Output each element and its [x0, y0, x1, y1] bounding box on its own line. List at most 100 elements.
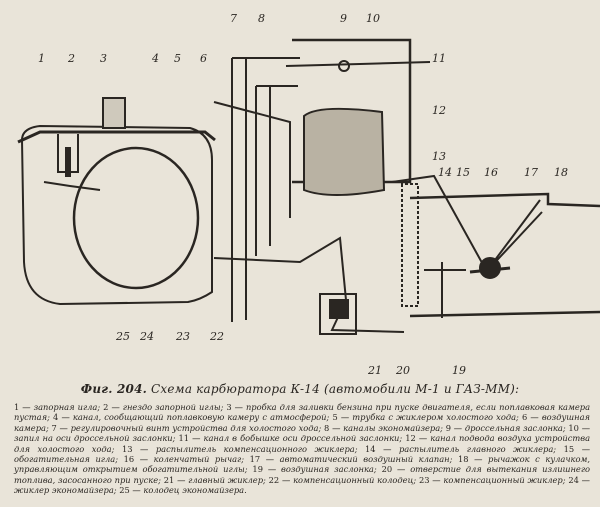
- legend-item-7: 7 — регулировочный винт устройства для х…: [51, 422, 322, 433]
- legend-number: 10: [568, 422, 579, 433]
- legend-number: 4: [53, 412, 59, 423]
- base-channel: [213, 236, 405, 333]
- legend-item-9: 9 — дроссельная заслонка;: [445, 422, 566, 433]
- callout-23: 23: [175, 330, 190, 343]
- legend-item-25: 25 — колодец экономайзера.: [119, 485, 247, 496]
- callout-13: 13: [432, 150, 446, 163]
- legend-item-13: 13 — распылитель компенсационного жиклер…: [121, 443, 358, 454]
- legend-text: распылитель главного жиклера;: [398, 443, 557, 454]
- callout-9: 9: [340, 12, 347, 25]
- air-flap: [469, 266, 511, 274]
- callout-10: 10: [366, 12, 380, 25]
- legend-number: 8: [324, 422, 330, 433]
- throttle-axis: [338, 60, 350, 72]
- legend-item-22: 22 — компенсационный колодец;: [268, 474, 417, 485]
- callout-8: 8: [258, 12, 265, 25]
- legend-item-2: 2 — гнездо запорной иглы;: [103, 402, 224, 412]
- legend-number: 14: [365, 443, 376, 454]
- idle-tube: [213, 101, 291, 218]
- legend-number: 18: [458, 454, 469, 465]
- legend-number: 15: [563, 443, 575, 454]
- legend-number: 16: [123, 454, 135, 465]
- legend-item-19: 19 — воздушная заслонка;: [252, 464, 377, 475]
- legend-item-16: 16 — коленчатый рычаг;: [123, 454, 245, 465]
- callout-19: 19: [452, 364, 466, 377]
- legend-text: канал в бобышке оси дроссельной заслонки…: [203, 433, 403, 444]
- legend-number: 20: [381, 464, 393, 475]
- legend-text: трубка с жиклером холостого хода;: [352, 412, 519, 423]
- figure-caption: Фиг. 204. Схема карбюратора К-14 (автомо…: [0, 382, 600, 396]
- callout-11: 11: [432, 52, 446, 65]
- legend-text: рычажок с кулачком, управляющим открытие…: [14, 454, 590, 475]
- main-jet: [329, 299, 349, 319]
- legend-item-3: 3 — пробка для заливки бензина при пуске…: [14, 402, 591, 423]
- legend-item-14: 14 — распылитель главного жиклера;: [365, 443, 557, 454]
- legend-number: 24: [568, 474, 579, 485]
- callout-12: 12: [432, 104, 446, 117]
- legend-number: 12: [405, 433, 416, 444]
- callout-5: 5: [174, 52, 181, 65]
- legend-text: воздушная камера;: [14, 412, 591, 433]
- legend-number: 3: [226, 402, 232, 412]
- legend-text: запорная игла;: [33, 402, 101, 412]
- legend-item-15: 15 — обогатительная игла;: [14, 443, 591, 465]
- lever-arm: [391, 174, 497, 272]
- air-valve-stem: [424, 262, 466, 318]
- callout-15: 15: [456, 166, 470, 179]
- legend-number: 6: [522, 412, 528, 423]
- idle-channel: [231, 57, 300, 322]
- legend-number: 19: [252, 464, 263, 475]
- legend-item-20: 20 — отверстие для вытекания излишнего т…: [14, 464, 591, 485]
- callout-18: 18: [554, 166, 568, 179]
- legend-text: канал подвода воздуха устройства для хол…: [14, 433, 591, 454]
- legend-number: 22: [268, 474, 280, 485]
- legend-number: 9: [445, 422, 452, 433]
- callout-25: 25: [115, 330, 130, 343]
- callout-6: 6: [200, 52, 207, 65]
- legend-text: компенсационный жиклер;: [443, 474, 566, 485]
- legend-number: 1: [14, 402, 20, 412]
- legend-item-17: 17 — автоматический воздушный клапан;: [249, 454, 453, 465]
- legend-item-10: 10 — запил на оси дроссельной заслонки;: [14, 422, 591, 444]
- callout-22: 22: [209, 330, 224, 343]
- legend-text: воздушная заслонка;: [281, 464, 377, 475]
- air-intake: [409, 192, 600, 318]
- legend-text: дроссельная заслонка;: [464, 422, 566, 433]
- economizer-channels: [255, 85, 298, 256]
- compensating-well: [319, 293, 357, 335]
- legend-number: 11: [178, 433, 190, 444]
- legend-text: гнездо запорной иглы;: [122, 402, 224, 412]
- float-chamber-body: [20, 124, 213, 306]
- legend-text: канал, сообщающий поплавковую камеру с а…: [72, 412, 330, 423]
- legend-item-12: 12 — канал подвода воздуха устройства дл…: [14, 433, 591, 454]
- legend-text: регулировочный винт устройства для холос…: [70, 422, 322, 433]
- legend-number: 25: [119, 485, 130, 496]
- legend-text: главный жиклер;: [188, 474, 266, 485]
- legend-item-8: 8 — каналы экономайзера;: [324, 422, 443, 433]
- legend-text: жиклер экономайзера;: [14, 485, 117, 496]
- legend-text: каналы экономайзера;: [343, 422, 443, 433]
- figure-title: Схема карбюратора К-14 (автомобили М-1 и…: [151, 382, 520, 396]
- callout-17: 17: [524, 166, 538, 179]
- legend-number: 23: [418, 474, 430, 485]
- legend-item-11: 11 — канал в бобышке оси дроссельной зас…: [178, 433, 403, 444]
- callout-24: 24: [139, 330, 154, 343]
- diffuser: [303, 107, 386, 196]
- legend-item-18: 18 — рычажок с кулачком, управляющим отк…: [14, 454, 590, 475]
- legend-number: 13: [121, 443, 133, 454]
- legend-number: 5: [332, 412, 338, 423]
- legend-number: 21: [163, 474, 175, 485]
- legend-item-1: 1 — запорная игла;: [14, 402, 101, 412]
- legend-item-24: 24 — жиклер экономайзера;: [14, 474, 590, 496]
- legend-text: автоматический воздушный клапан;: [279, 454, 453, 465]
- figure-number: Фиг. 204.: [80, 382, 147, 396]
- throttle-line: [285, 61, 431, 67]
- callout-14: 14: [438, 166, 452, 179]
- legend-text: коленчатый рычаг;: [153, 454, 245, 465]
- legend-item-6: 6 — воздушная камера;: [14, 412, 591, 433]
- legend-number: 2: [103, 402, 109, 412]
- legend-item-4: 4 — канал, сообщающий поплавковую камеру…: [53, 412, 330, 423]
- callout-7: 7: [230, 12, 237, 25]
